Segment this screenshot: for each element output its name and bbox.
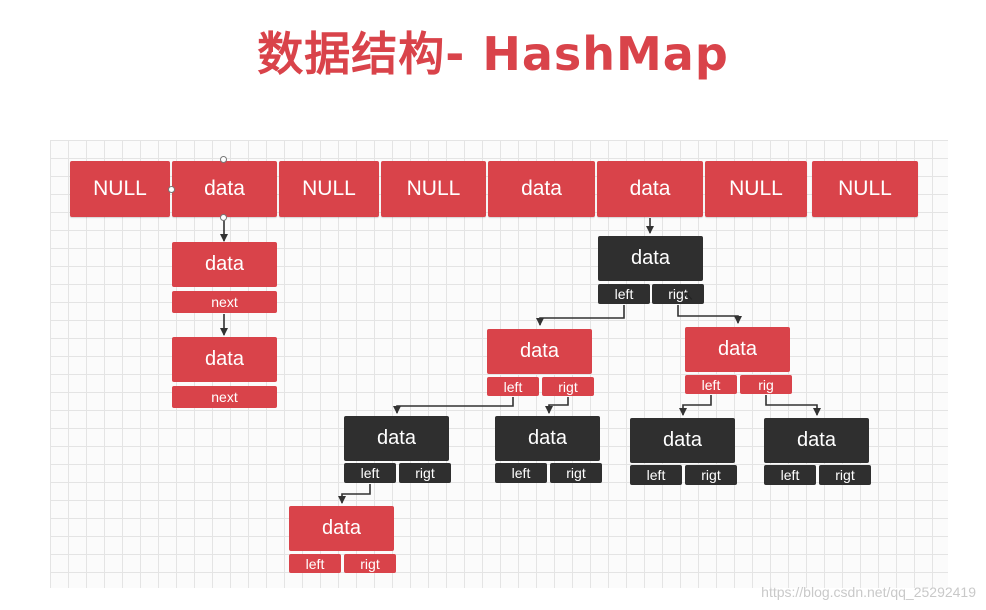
array-cell-2: NULL bbox=[279, 161, 379, 217]
tree-lll-right: rigt bbox=[344, 554, 396, 573]
array-cell-0: NULL bbox=[70, 161, 170, 217]
array-cell-7: NULL bbox=[812, 161, 918, 217]
list-node-1-data: data bbox=[172, 242, 277, 287]
mouse-cursor-icon: ↖ bbox=[683, 288, 694, 303]
selection-handle-bottom[interactable] bbox=[220, 214, 227, 221]
tree-rr-right: rigt bbox=[819, 465, 871, 485]
tree-lr-left: left bbox=[495, 463, 547, 483]
tree-ll-data: data bbox=[344, 416, 449, 461]
array-cell-6: NULL bbox=[705, 161, 807, 217]
array-cell-1: data bbox=[172, 161, 277, 217]
tree-rl-left: left bbox=[630, 465, 682, 485]
tree-root-right: rigt bbox=[652, 284, 704, 304]
list-node-1-next: next bbox=[172, 291, 277, 313]
tree-ll-right: rigt bbox=[399, 463, 451, 483]
tree-lr-right: rigt bbox=[550, 463, 602, 483]
selection-handle-top[interactable] bbox=[220, 156, 227, 163]
list-node-2-data: data bbox=[172, 337, 277, 382]
tree-root-left: left bbox=[598, 284, 650, 304]
tree-r-data: data bbox=[685, 327, 790, 372]
tree-rl-data: data bbox=[630, 418, 735, 463]
tree-rl-right: rigt bbox=[685, 465, 737, 485]
tree-r-left: left bbox=[685, 375, 737, 394]
tree-r-right: rig bbox=[740, 375, 792, 394]
tree-ll-left: left bbox=[344, 463, 396, 483]
tree-root-data: data bbox=[598, 236, 703, 281]
tree-lll-data: data bbox=[289, 506, 394, 551]
array-cell-5: data bbox=[597, 161, 703, 217]
array-cell-3: NULL bbox=[381, 161, 486, 217]
array-cell-4: data bbox=[488, 161, 595, 217]
watermark: https://blog.csdn.net/qq_25292419 bbox=[761, 584, 976, 600]
tree-rr-data: data bbox=[764, 418, 869, 463]
list-node-2-next: next bbox=[172, 386, 277, 408]
tree-rr-left: left bbox=[764, 465, 816, 485]
tree-lr-data: data bbox=[495, 416, 600, 461]
tree-l-left: left bbox=[487, 377, 539, 396]
page-title: 数据结构- HashMap bbox=[257, 27, 729, 81]
tree-l-right: rigt bbox=[542, 377, 594, 396]
selection-handle-left[interactable] bbox=[168, 186, 175, 193]
tree-l-data: data bbox=[487, 329, 592, 374]
tree-lll-left: left bbox=[289, 554, 341, 573]
